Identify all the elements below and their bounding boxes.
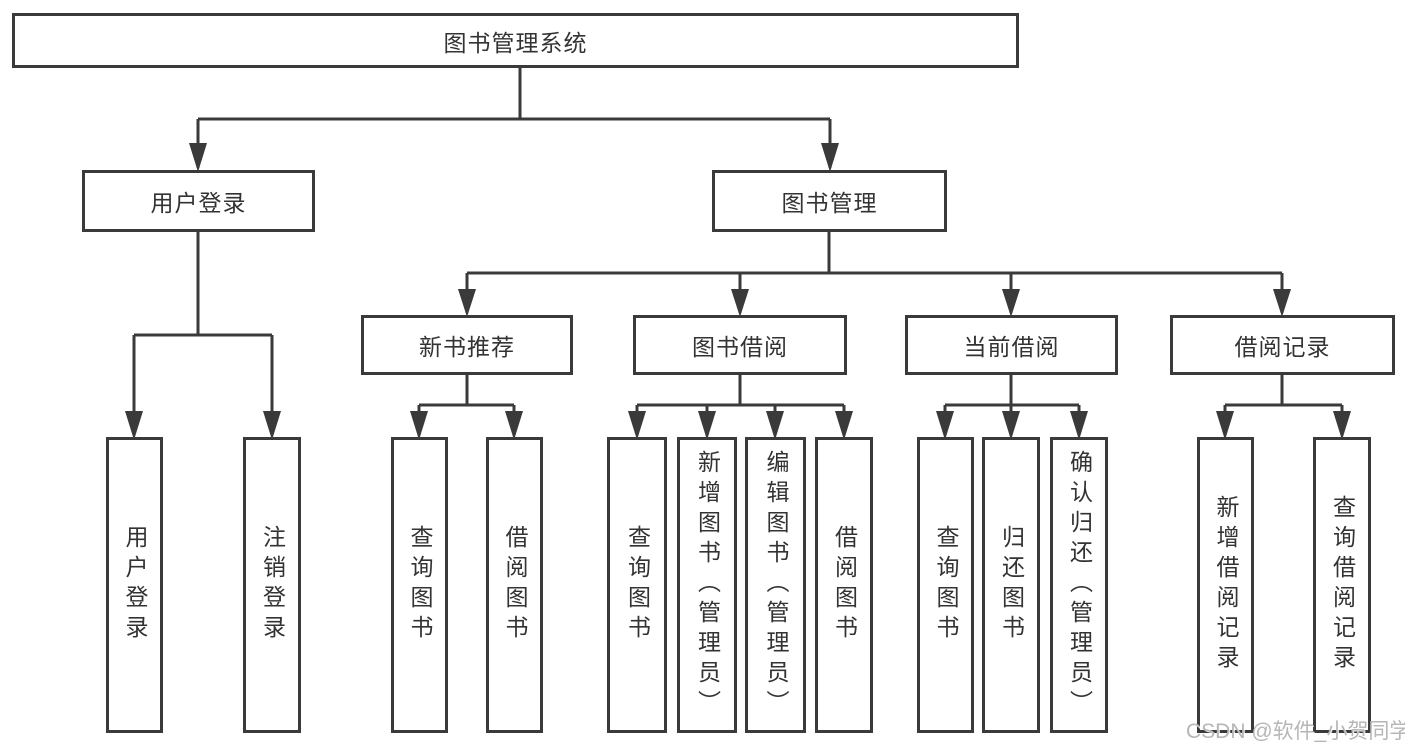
leaf-query-books: 查询图书 xyxy=(391,437,448,733)
leaf-user-login: 用户登录 xyxy=(106,437,163,733)
leaf-query-books: 查询图书 xyxy=(607,437,667,733)
arrowhead xyxy=(1273,289,1291,317)
arrowhead xyxy=(731,289,749,317)
connector-root-to-level2 xyxy=(196,66,832,168)
arrowhead xyxy=(1070,411,1088,440)
arrowhead xyxy=(1002,411,1020,440)
leaf-query-books: 查询图书 xyxy=(917,437,974,733)
leaf-add-borrowing-record: 新增借阅记录 xyxy=(1197,437,1254,733)
arrowhead xyxy=(1216,411,1234,440)
arrowhead xyxy=(1002,289,1020,317)
arrowhead xyxy=(505,411,523,440)
arrowhead xyxy=(458,289,476,317)
node-borrowing-records: 借阅记录 xyxy=(1170,315,1395,375)
node-new-book-recommendation: 新书推荐 xyxy=(361,315,573,375)
connector-current-to-leaves xyxy=(943,375,1081,435)
connector-userlogin-to-leaves xyxy=(132,232,274,435)
node-user-login: 用户登录 xyxy=(82,170,315,232)
connector-newbook-to-leaves xyxy=(417,375,516,435)
arrowhead xyxy=(835,411,853,440)
leaf-confirm-return-admin: 确认归还（管理员） xyxy=(1050,437,1108,733)
arrowhead xyxy=(936,411,954,440)
leaf-borrow-books: 借阅图书 xyxy=(486,437,543,733)
connector-borrowing-to-leaves xyxy=(635,375,846,435)
arrowhead xyxy=(766,411,784,440)
node-book-borrowing: 图书借阅 xyxy=(633,315,847,375)
leaf-query-borrowing-record: 查询借阅记录 xyxy=(1313,437,1371,733)
arrowhead xyxy=(628,411,646,440)
leaf-add-books-admin: 新增图书（管理员） xyxy=(677,437,737,733)
arrowhead xyxy=(189,143,207,172)
watermark: CSDN @软件_小贺同学 xyxy=(1186,720,1405,743)
connector-records-to-leaves xyxy=(1223,375,1344,435)
arrowhead xyxy=(263,411,281,440)
arrowhead xyxy=(698,411,716,440)
leaf-return-books: 归还图书 xyxy=(982,437,1040,733)
leaf-borrow-books: 借阅图书 xyxy=(815,437,873,733)
leaf-logout: 注销登录 xyxy=(243,437,301,733)
leaf-edit-books-admin: 编辑图书（管理员） xyxy=(745,437,806,733)
arrowhead xyxy=(1333,411,1351,440)
arrowhead xyxy=(410,411,428,440)
node-book-management-system: 图书管理系统 xyxy=(12,13,1019,68)
arrowhead xyxy=(821,143,839,172)
arrowhead xyxy=(125,411,143,440)
node-book-management: 图书管理 xyxy=(712,170,947,232)
connector-bookmgmt-to-level3 xyxy=(465,232,1284,313)
node-current-borrowing: 当前借阅 xyxy=(905,315,1118,375)
